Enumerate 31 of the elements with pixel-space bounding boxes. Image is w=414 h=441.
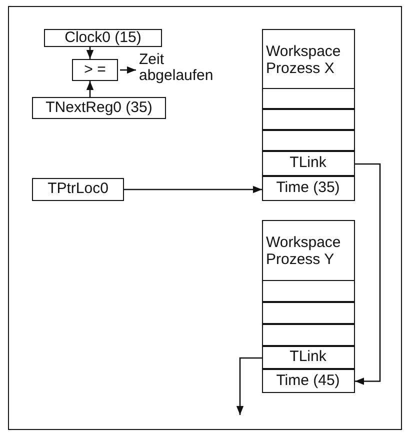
- empty-cell: [262, 130, 354, 151]
- empty-cell: [262, 88, 354, 109]
- box-label: Time (35): [276, 180, 340, 196]
- box-label: Clock0 (15): [64, 30, 142, 46]
- arrow: [236, 357, 262, 415]
- empty-cell: [262, 109, 354, 130]
- label-box: [32, 97, 166, 119]
- arrow: [124, 186, 262, 194]
- arrow: [355, 163, 381, 385]
- empty-cell: [262, 280, 354, 302]
- empty-cell: [262, 302, 354, 324]
- arrow: [86, 47, 94, 59]
- label-box: [262, 151, 354, 176]
- arrow: [86, 81, 94, 97]
- label-box: [72, 59, 118, 81]
- label-box: [32, 178, 124, 201]
- box-label: Workspace Prozess X: [266, 44, 342, 77]
- label-box: [44, 29, 162, 47]
- box-label: TPtrLoc0: [48, 181, 108, 198]
- box-label: TNextReg0 (35): [46, 100, 152, 116]
- box-label: Zeit abgelaufen: [139, 52, 214, 84]
- empty-cell: [262, 324, 354, 346]
- box-label: Workspace Prozess Y: [266, 235, 342, 268]
- box-label: TLink: [290, 155, 326, 172]
- workspace-stack: [262, 29, 355, 201]
- box-label: Time (45): [276, 372, 340, 389]
- workspace-stack: [262, 220, 355, 393]
- box-label: TLink: [290, 349, 326, 366]
- arrow: [120, 66, 136, 74]
- label-box: [262, 346, 354, 369]
- box-label: > =: [84, 62, 106, 78]
